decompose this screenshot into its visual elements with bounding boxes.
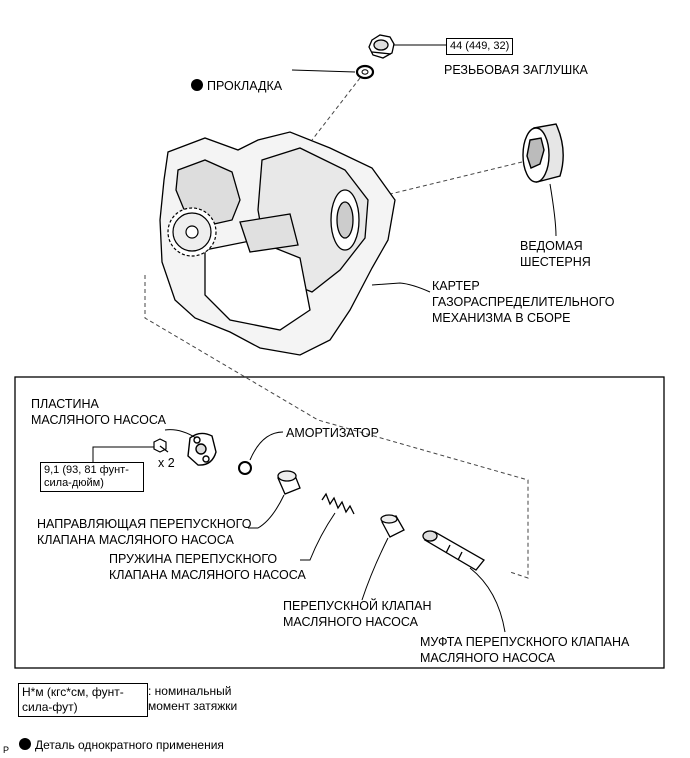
pump-plate — [187, 432, 217, 466]
timing-case — [159, 131, 396, 356]
corner-mark: P — [3, 745, 10, 755]
plate-bolt — [153, 438, 169, 453]
leader-damper — [249, 431, 284, 461]
leader-pump-plate — [164, 429, 197, 439]
torque-plate-bolt-box: 9,1 (93, 81 фунт- сила-дюйм) — [40, 462, 144, 492]
non-reusable-marker-icon — [191, 79, 203, 91]
legend-torque-box: Н*м (кгс*см, фунт- сила-фут) — [18, 683, 148, 717]
damper-label: АМОРТИЗАТОР — [286, 426, 379, 440]
relief-spring-label: ПРУЖИНА ПЕРЕПУСКНОГО КЛАПАНА МАСЛЯНОГО Н… — [109, 552, 306, 582]
driven-gear — [522, 123, 564, 183]
leader-driven-gear — [549, 183, 557, 237]
oil-pump-drive-gear — [167, 207, 217, 257]
dash-case-detail-outline — [144, 275, 529, 579]
leader-relief-sleeve — [469, 567, 506, 633]
driven-gear-label: ВЕДОМАЯ ШЕСТЕРНЯ — [520, 239, 591, 269]
gasket-label: ПРОКЛАДКА — [191, 62, 282, 94]
relief-guide-label: НАПРАВЛЯЮЩАЯ ПЕРЕПУСКНОГО КЛАПАНА МАСЛЯН… — [37, 517, 252, 547]
legend-non-reusable: Деталь однократного применения — [19, 721, 224, 753]
timing-case-label: КАРТЕР ГАЗОРАСПРЕДЕЛИТЕЛЬНОГО МЕХАНИЗМА … — [432, 279, 615, 325]
torque-plug-box: 44 (449, 32) — [446, 38, 514, 55]
leader-relief-spring — [300, 512, 336, 561]
dash-plug-to-case — [311, 77, 361, 141]
relief-valve — [380, 514, 405, 538]
leader-gasket — [291, 69, 356, 73]
relief-valve-label: ПЕРЕПУСКНОЙ КЛАПАН МАСЛЯНОГО НАСОСА — [283, 599, 432, 629]
leader-relief-guide — [248, 494, 285, 529]
dash-gear-to-case — [344, 161, 523, 206]
quantity-label: x 2 — [158, 456, 175, 470]
threaded-plug-label: РЕЗЬБОВАЯ ЗАГЛУШКА — [444, 63, 588, 77]
legend-torque-desc: : номинальный момент затяжки — [148, 684, 238, 713]
leader-timing-case — [371, 282, 431, 293]
pump-plate-label: ПЛАСТИНА МАСЛЯНОГО НАСОСА — [31, 397, 166, 427]
threaded-plug — [368, 34, 395, 59]
detail-frame — [14, 376, 665, 669]
relief-valve-sleeve — [422, 530, 485, 571]
gasket-ring — [355, 64, 375, 80]
relief-valve-guide — [277, 470, 301, 495]
leader-relief-valve — [361, 537, 389, 601]
non-reusable-marker-icon — [19, 738, 31, 750]
relief-valve-spring — [321, 492, 355, 515]
relief-sleeve-label: МУФТА ПЕРЕПУСКНОГО КЛАПАНА МАСЛЯНОГО НАС… — [420, 635, 630, 665]
leader-torque-bolt — [92, 446, 154, 462]
damper-ring — [238, 461, 252, 475]
